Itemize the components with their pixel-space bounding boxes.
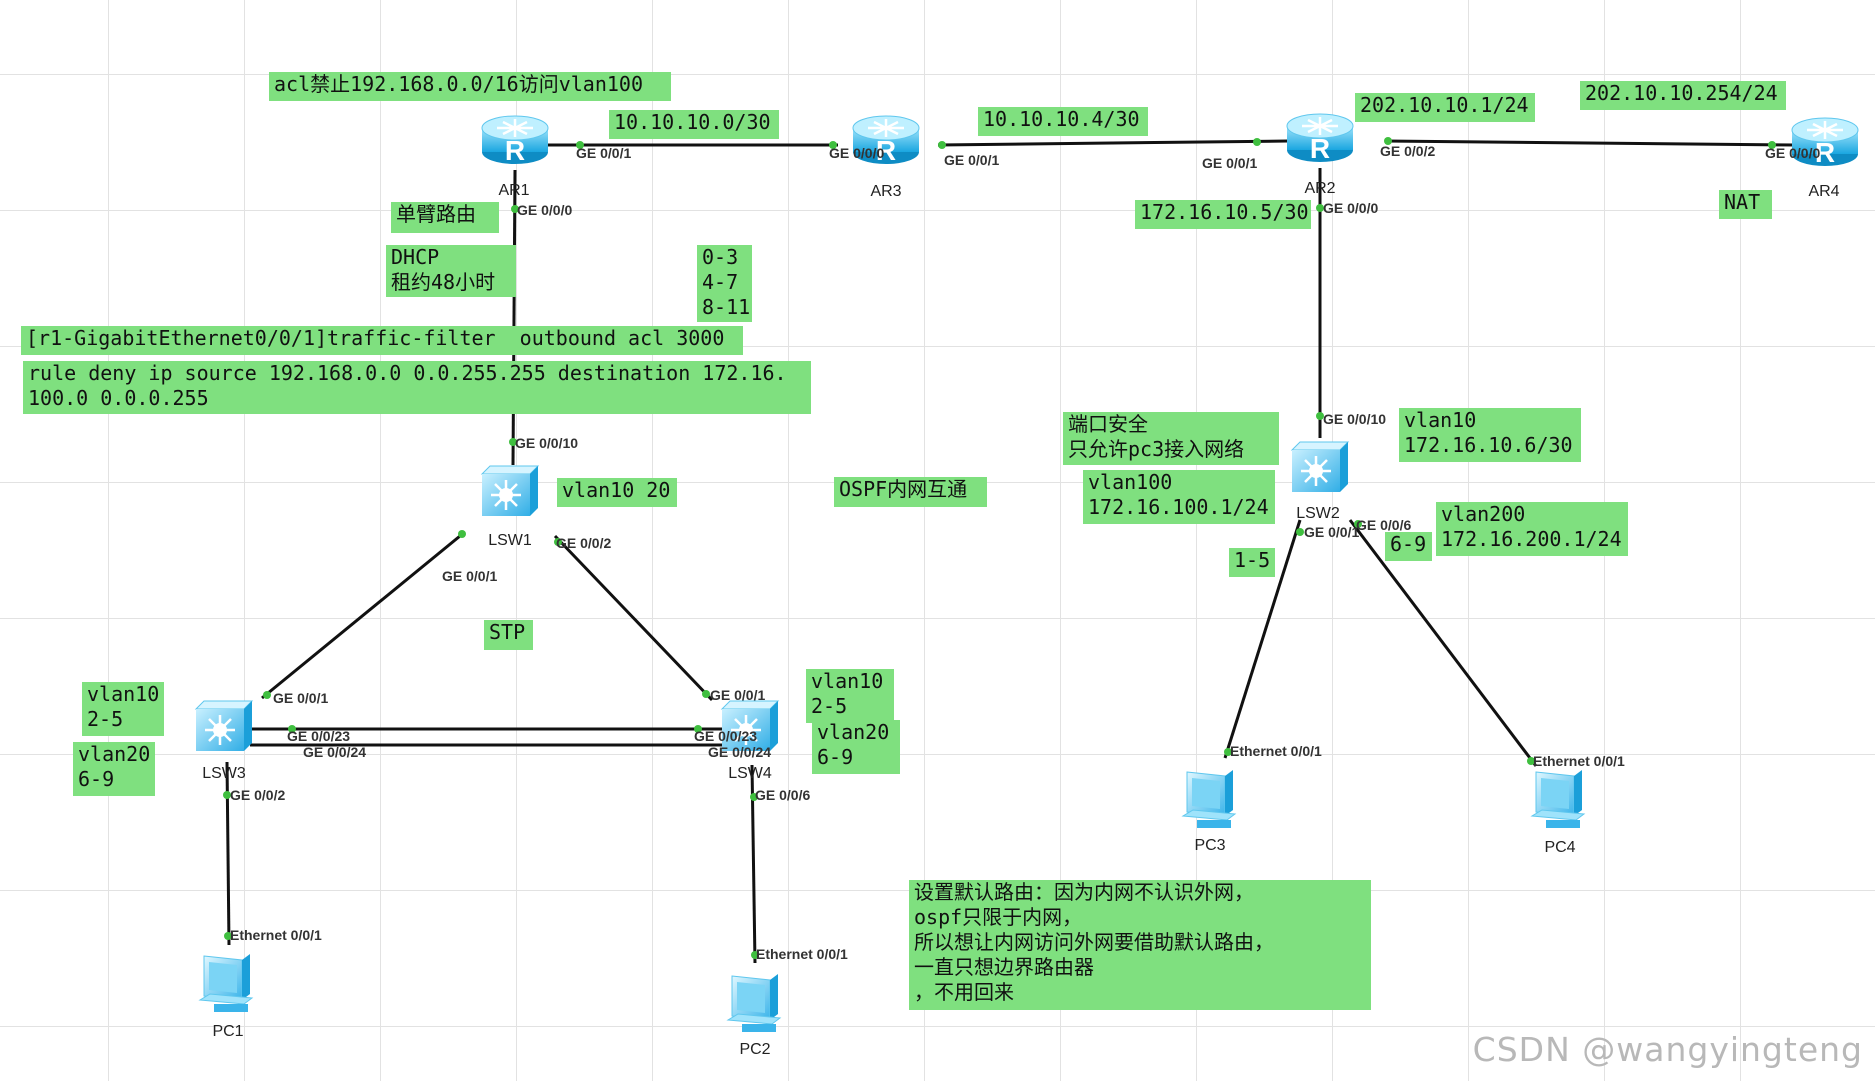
- port-security-note: 端口安全 只允许pc3接入网络: [1063, 412, 1279, 465]
- traffic-filter-command: [r1-GigabitEthernet0/0/1]traffic-filter …: [21, 326, 743, 355]
- device-label: PC1: [212, 1023, 243, 1040]
- link-ar2-ar4: [1384, 139, 1796, 147]
- switch-lsw3[interactable]: LSW3: [194, 699, 254, 782]
- link-lsw2-pc3: [1223, 519, 1302, 759]
- pc-icon: [199, 953, 253, 1013]
- range-1-5-note: 1-5: [1229, 548, 1275, 577]
- port-label: GE 0/0/0: [1765, 145, 1820, 161]
- ar2-inside-ip: 172.16.10.5/30: [1135, 200, 1311, 229]
- device-label: AR2: [1304, 180, 1335, 197]
- watermark: CSDN @wangyingteng: [1472, 1030, 1863, 1069]
- lsw3-vlan20-note: vlan20 6-9: [73, 742, 155, 796]
- port-label: GE 0/0/23: [287, 728, 350, 744]
- range-6-9-note: 6-9: [1385, 532, 1432, 561]
- pc-pc1[interactable]: PC1: [199, 953, 253, 1040]
- port-label: GE 0/0/10: [1323, 411, 1386, 427]
- port-label: GE 0/0/24: [708, 744, 771, 760]
- switch-icon: [194, 699, 254, 753]
- port-label: GE 0/0/0: [829, 145, 884, 161]
- device-label: AR4: [1808, 183, 1839, 200]
- port-label: GE 0/0/2: [230, 787, 285, 803]
- port-label: GE 0/0/23: [694, 728, 757, 744]
- switch-lsw2[interactable]: LSW2: [1290, 440, 1350, 522]
- pc-pc3[interactable]: PC3: [1182, 769, 1236, 854]
- port-label: GE 0/0/1: [1202, 155, 1257, 171]
- vlan100-note: vlan100 172.16.100.1/24: [1083, 470, 1275, 524]
- port-label: Ethernet 0/0/1: [756, 946, 848, 962]
- port-label: GE 0/0/24: [303, 744, 366, 760]
- port-label: Ethernet 0/0/1: [1533, 753, 1625, 769]
- acl-rule-command: rule deny ip source 192.168.0.0 0.0.255.…: [23, 361, 811, 414]
- link-ar3-ar2: [937, 139, 1289, 147]
- router-ar4[interactable]: AR4: [1790, 116, 1860, 200]
- device-label: PC2: [739, 1041, 770, 1058]
- switch-lsw4[interactable]: LSW4: [720, 699, 780, 782]
- dhcp-note: DHCP 租约48小时: [386, 245, 516, 297]
- lsw1-vlans-note: vlan10 20: [557, 478, 677, 507]
- subnet-ar3-ar2: 10.10.10.4/30: [978, 107, 1148, 136]
- pc-icon: [1531, 769, 1585, 829]
- router-ar1[interactable]: AR1: [480, 114, 550, 199]
- ar4-public-ip: 202.10.10.254/24: [1580, 81, 1786, 110]
- device-label: AR1: [498, 182, 529, 199]
- router-ar2[interactable]: AR2: [1285, 112, 1355, 197]
- port-label: GE 0/0/0: [517, 202, 572, 218]
- port-label: GE 0/0/1: [710, 687, 765, 703]
- pc-icon: [1182, 769, 1236, 829]
- port-label: GE 0/0/6: [1356, 517, 1411, 533]
- link-lsw1-lsw4: [553, 534, 714, 702]
- port-label: GE 0/0/1: [442, 568, 497, 584]
- ar2-public-ip: 202.10.10.1/24: [1355, 93, 1535, 122]
- lsw3-vlan10-note: vlan10 2-5: [82, 682, 164, 736]
- ospf-note: OSPF内网互通: [834, 477, 987, 507]
- port-label: Ethernet 0/0/1: [230, 927, 322, 943]
- port-label: GE 0/0/0: [1323, 200, 1378, 216]
- pc-pc4[interactable]: PC4: [1531, 769, 1585, 856]
- range-note: 0-3 4-7 8-11: [697, 245, 752, 322]
- port-label: GE 0/0/1: [273, 690, 328, 706]
- link-ar1-lsw1: [511, 169, 517, 466]
- device-label: LSW1: [488, 532, 532, 549]
- router-ar3[interactable]: AR3: [851, 114, 921, 200]
- switch-lsw1[interactable]: LSW1: [480, 464, 540, 549]
- acl-note: acl禁止192.168.0.0/16访问vlan100: [269, 72, 671, 101]
- port-label: Ethernet 0/0/1: [1230, 743, 1322, 759]
- pc-icon: [727, 973, 781, 1033]
- nat-note: NAT: [1719, 190, 1772, 219]
- device-label: LSW2: [1296, 505, 1340, 522]
- subnet-ar1-ar3: 10.10.10.0/30: [609, 110, 779, 139]
- device-label: LSW3: [202, 765, 246, 782]
- vlan200-note: vlan200 172.16.200.1/24: [1436, 502, 1628, 556]
- pc-pc2[interactable]: PC2: [727, 973, 781, 1058]
- device-label: LSW4: [728, 765, 772, 782]
- router-on-stick-note: 单臂路由: [391, 202, 499, 233]
- link-lsw3-pc1: [225, 761, 231, 946]
- switch-icon: [480, 464, 540, 518]
- port-label: GE 0/0/10: [515, 435, 578, 451]
- port-label: GE 0/0/1: [1304, 524, 1359, 540]
- port-label: GE 0/0/2: [556, 535, 611, 551]
- lsw4-vlan20-note: vlan20 6-9: [812, 720, 900, 774]
- lsw2-vlan10-note: vlan10 172.16.10.6/30: [1399, 408, 1581, 462]
- device-label: PC3: [1194, 837, 1225, 854]
- lsw4-vlan10-note: vlan10 2-5: [806, 669, 894, 723]
- port-labels: GE 0/0/1 GE 0/0/0 GE 0/0/0 GE 0/0/1 GE 0…: [230, 143, 1820, 962]
- link-lsw2-pc4: [1348, 519, 1538, 767]
- port-label: GE 0/0/1: [944, 152, 999, 168]
- stp-note: STP: [484, 620, 533, 650]
- port-label: GE 0/0/1: [576, 145, 631, 161]
- port-label: GE 0/0/6: [755, 787, 810, 803]
- router-icon: [1285, 112, 1355, 166]
- port-label: GE 0/0/2: [1380, 143, 1435, 159]
- device-label: PC4: [1544, 839, 1575, 856]
- router-icon: [480, 114, 550, 168]
- switch-icon: [1290, 440, 1350, 494]
- default-route-note: 设置默认路由：因为内网不认识外网， ospf只限于内网， 所以想让内网访问外网要…: [909, 880, 1371, 1010]
- link-lsw1-lsw3: [261, 534, 461, 700]
- device-label: AR3: [870, 183, 901, 200]
- port-indicators: [223, 137, 1776, 959]
